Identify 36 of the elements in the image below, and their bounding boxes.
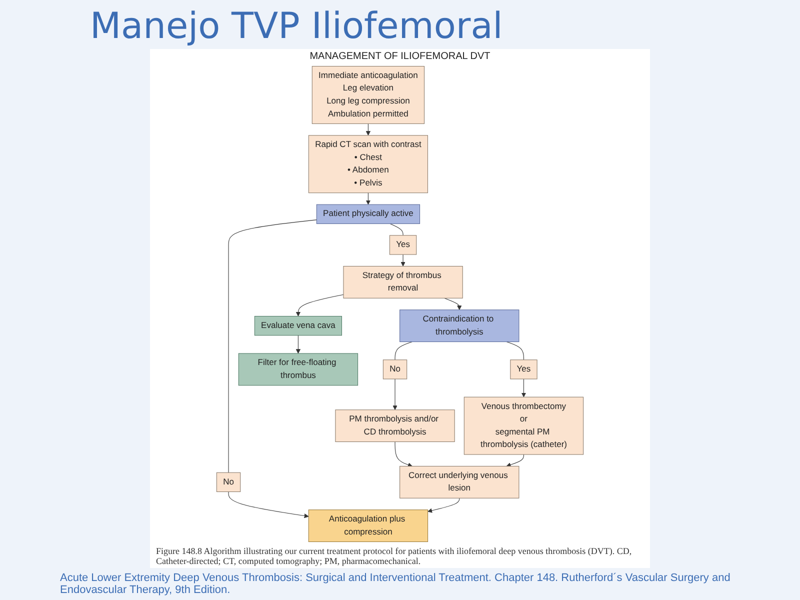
node-box (216, 472, 241, 492)
arrow (366, 123, 371, 136)
node-box (254, 316, 342, 336)
node-box (400, 310, 520, 342)
node-box (308, 135, 428, 194)
figure-caption: Figure 148.8 Algorithm illustrating our current treatment protocol for patients with iliofemoral deep venous thrombosis (DVT). CD, Catheter-directed; CT, computed tomography; PM, pharmacomechanical. (156, 546, 633, 566)
node-box (382, 360, 408, 380)
node-box (464, 396, 584, 455)
node-box (308, 510, 428, 542)
arrow (444, 298, 462, 310)
node-box (312, 66, 425, 124)
node-box (343, 266, 463, 298)
arrow (392, 378, 398, 410)
arrow (366, 192, 371, 205)
figure-panel: MANAGEMENT OF ILIOFEMORAL DVT Immediate anticoagulation Leg elevation Long leg compression Ambulation permitted Rapid CT scan with contrast • Chest • Abdomen • Pelvis No Patient physically active Yes Strategy of thrombus removal Evaluate vena cava No Contraindication to thrombolysis Yes Filter for free-floating thrombus PM thrombolysis and/or CD thrombolysis Venous thrombectomy or segmental PM thrombolysis (catheter) Anticoagulation plus compression Correct underlying venous lesion Figure 148.8 Algorithm illustrating our current treatment protocol for patients with iliofemoral deep venous thrombosis (DVT). CD, Catheter-directed; CT, computed tomography; PM, pharmacomechanical. (150, 49, 650, 568)
connector (394, 342, 413, 360)
node-box (238, 353, 358, 386)
connector (390, 223, 404, 236)
node-box (316, 204, 420, 224)
node-box (510, 360, 538, 380)
arrow (400, 254, 406, 266)
connector (506, 342, 524, 360)
arrow (506, 454, 524, 468)
arrow (521, 378, 526, 398)
slide-title: Manejo TVP Iliofemoral (90, 6, 504, 47)
arrow (296, 294, 344, 316)
node-box (389, 235, 417, 255)
arrow (428, 498, 460, 513)
connector (228, 220, 317, 473)
citation-text: Acute Lower Extremity Deep Venous Thrombosis: Surgical and Interventional Treatment. Chapter 148. Rutherford´s Vascular Surgery and Endovascular Therapy, 9th Edition. (60, 572, 732, 596)
node-box (335, 410, 455, 442)
figure-heading: MANAGEMENT OF ILIOFEMORAL DVT (308, 51, 492, 62)
arrow (394, 442, 412, 468)
arrow (228, 491, 309, 518)
node-box (400, 466, 520, 498)
arrow (296, 335, 301, 354)
